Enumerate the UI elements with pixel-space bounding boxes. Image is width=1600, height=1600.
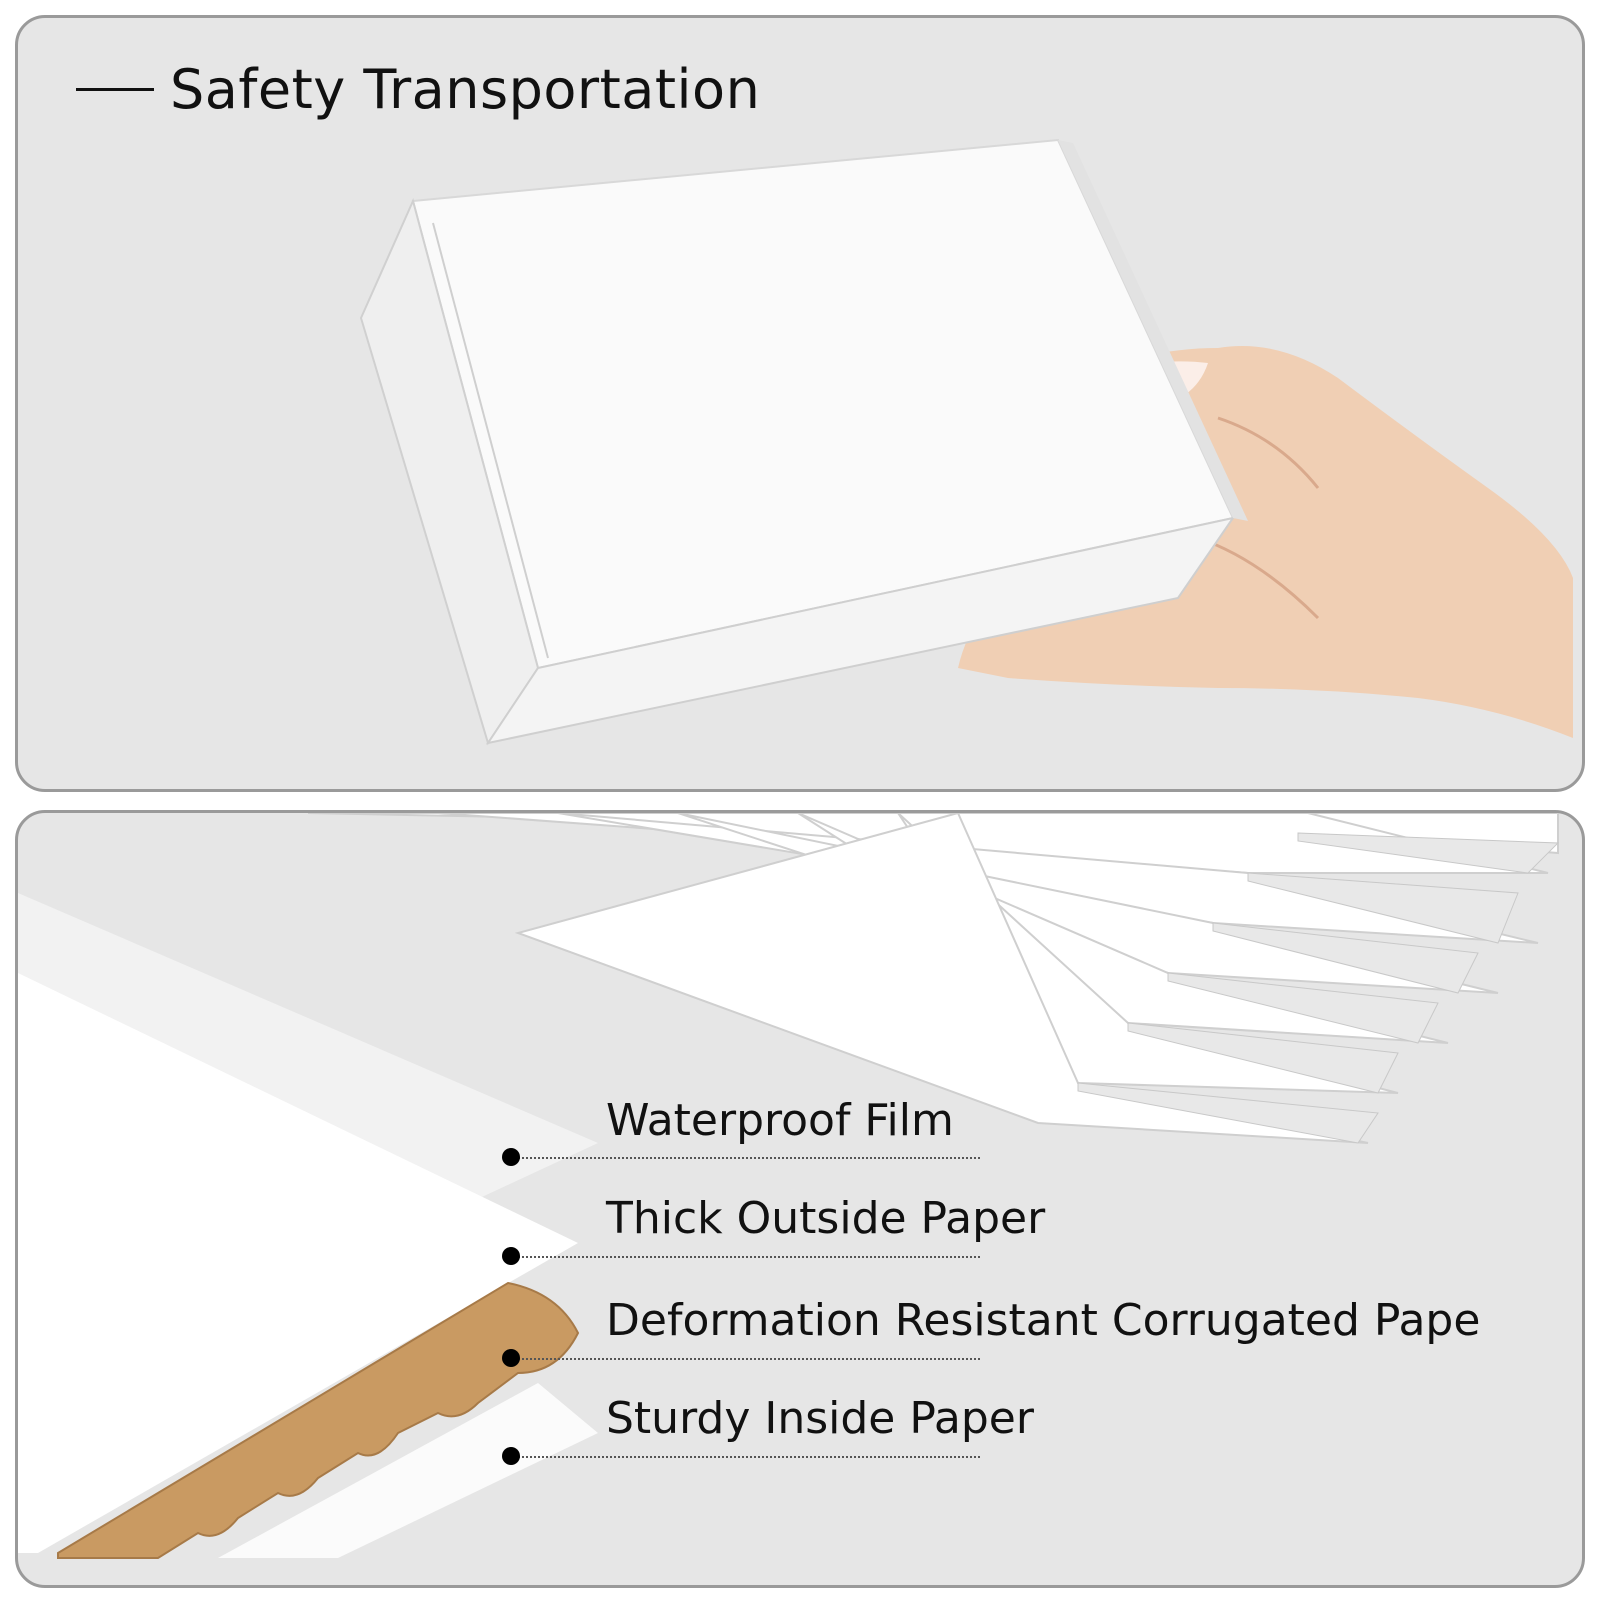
panel-title: Safety Transportation (170, 58, 761, 121)
title-dash (76, 88, 154, 91)
leader-line (510, 1256, 980, 1258)
label-thick-outside-paper: Thick Outside Paper (606, 1193, 1046, 1244)
title-row: Safety Transportation (76, 58, 760, 121)
corrugated-layers-illustration (18, 813, 1560, 1559)
corrugated-layer (57, 1281, 580, 1559)
leader-dot (502, 1148, 520, 1166)
outside-paper-layer (18, 973, 578, 1553)
label-waterproof-film: Waterproof Film (606, 1095, 954, 1146)
layer-labels: Waterproof Film Thick Outside Paper Defo… (18, 813, 1582, 1585)
board-stack (307, 813, 1559, 1144)
label-corrugated-paper: Deformation Resistant Corrugated Pape (606, 1295, 1481, 1346)
bottom-panel: Waterproof Film Thick Outside Paper Defo… (15, 810, 1585, 1588)
leader-dot (502, 1447, 520, 1465)
leader-line (510, 1456, 980, 1458)
leader-line (510, 1157, 980, 1159)
box-in-hand-illustration (359, 138, 1573, 746)
inside-paper-layer (218, 1383, 598, 1558)
label-sturdy-inside-paper: Sturdy Inside Paper (606, 1393, 1034, 1444)
top-panel: Safety Transportation (15, 15, 1585, 792)
leader-line (510, 1358, 980, 1360)
leader-dot (502, 1247, 520, 1265)
leader-dot (502, 1349, 520, 1367)
hand-shape (958, 346, 1573, 738)
